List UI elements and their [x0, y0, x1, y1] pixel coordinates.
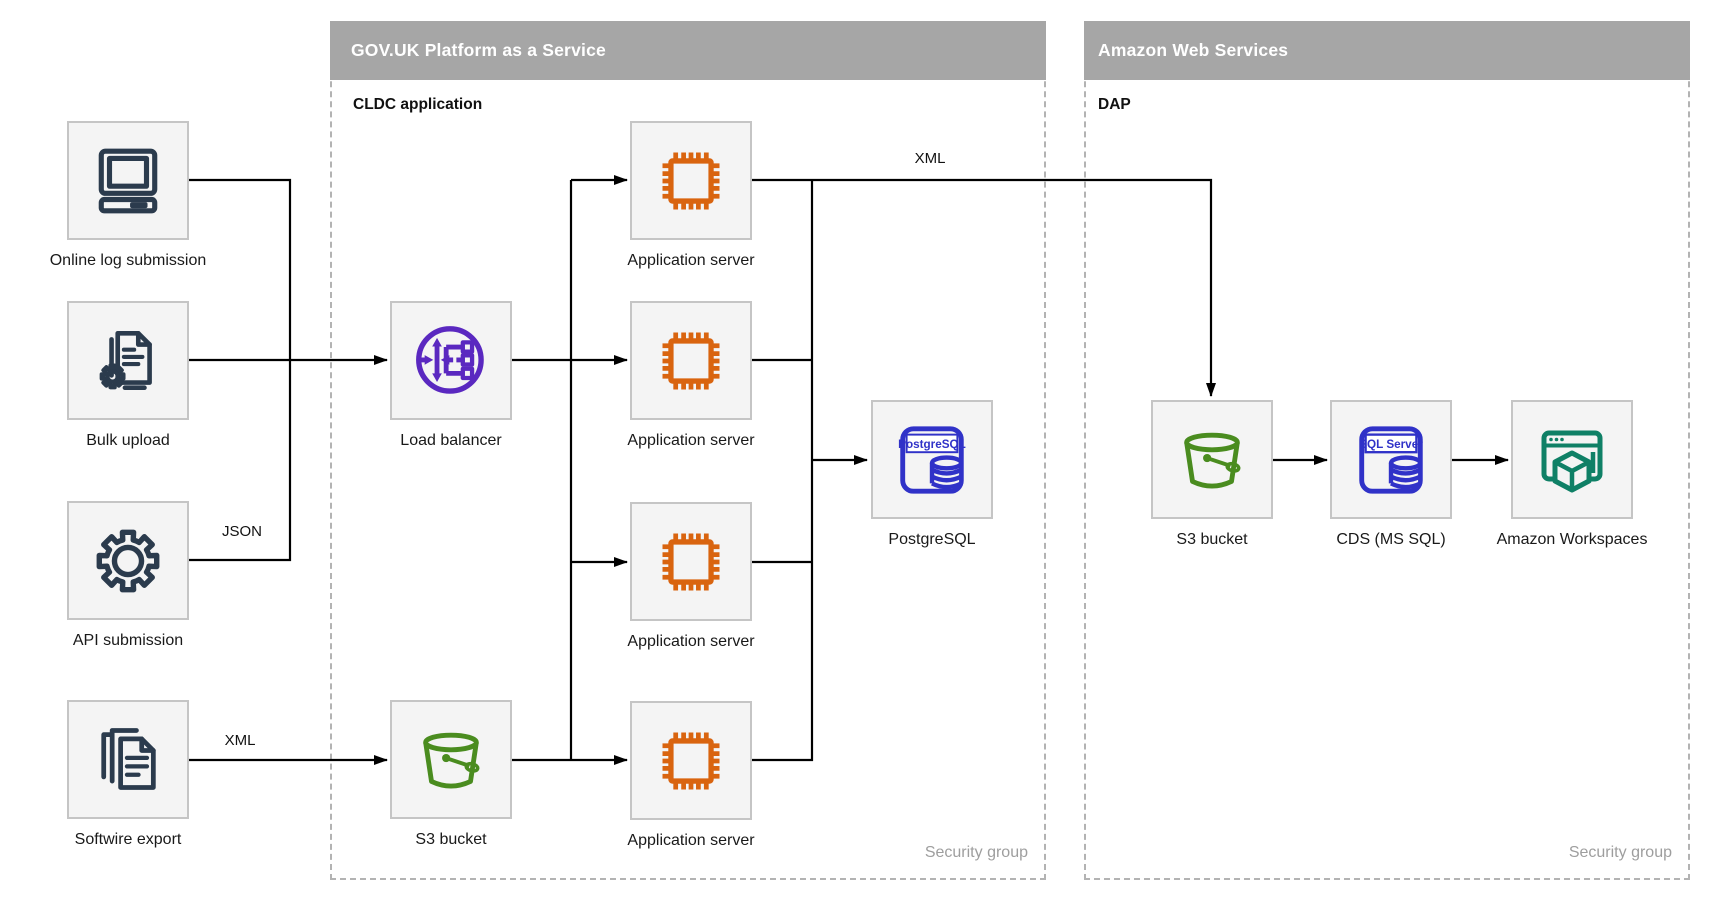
document-stack-icon	[101, 727, 156, 790]
aws-container: Amazon Web Services DAP Security group	[1084, 21, 1690, 880]
paas-container: GOV.UK Platform as a Service CLDC applic…	[330, 21, 1046, 880]
node-online-log-submission: Online log submission	[50, 121, 206, 269]
s3-bucket-icon	[1184, 432, 1241, 489]
node-s3-bucket-aws: S3 bucket	[1151, 400, 1273, 548]
edge-label-xml-bottom: XML	[224, 732, 256, 749]
node-bulk-upload: Bulk upload	[67, 301, 189, 449]
chip-icon	[662, 152, 720, 209]
edge-label-xml-top: XML	[914, 150, 946, 167]
node-load-balancer: Load balancer	[390, 301, 512, 449]
aws-security-group-label: Security group	[1568, 844, 1672, 861]
document-with-gear-icon	[91, 330, 152, 390]
load-balancer-icon	[416, 325, 484, 394]
node-app-server-1: Application server	[627, 121, 755, 269]
aws-sublabel: DAP	[1098, 96, 1131, 113]
node-app-server-4: Application server	[627, 701, 755, 849]
s3-bucket-icon	[423, 732, 480, 789]
desktop-computer-icon	[98, 148, 158, 213]
paas-security-group-label: Security group	[924, 844, 1028, 861]
node-softwire-export: Softwire export	[67, 700, 189, 848]
sql-server-database-icon: SQL Server	[1359, 425, 1423, 494]
node-app-server-3: Application server	[627, 502, 755, 650]
browser-cube-icon	[1541, 430, 1603, 492]
chip-icon	[662, 732, 720, 789]
edge-label-json: JSON	[221, 523, 263, 540]
aws-title: Amazon Web Services	[1098, 40, 1289, 60]
chip-icon	[662, 533, 720, 590]
aws-header-bar: Amazon Web Services	[1084, 21, 1690, 80]
paas-title: GOV.UK Platform as a Service	[351, 40, 606, 60]
node-amazon-workspaces: Amazon Workspaces	[1497, 400, 1647, 548]
node-postgresql: PostgreSQL PostgreSQL	[871, 400, 993, 548]
node-api-submission: API submission	[67, 501, 189, 649]
svg-text:PostgreSQL: PostgreSQL	[898, 437, 966, 450]
node-app-server-2: Application server	[627, 301, 755, 449]
gear-icon	[89, 522, 167, 600]
chip-icon	[662, 332, 720, 389]
paas-sublabel: CLDC application	[353, 96, 483, 113]
svg-text:SQL Server: SQL Server	[1359, 437, 1423, 450]
edge-xml-to-aws-s3	[752, 178, 1216, 397]
paas-header-bar: GOV.UK Platform as a Service	[330, 21, 1046, 80]
edge-online-log-to-junction	[189, 178, 292, 359]
node-s3-bucket-paas: S3 bucket	[390, 700, 512, 848]
edge-api-submission-to-junction	[189, 361, 292, 562]
node-cds-ms-sql: SQL Server CDS (MS SQL)	[1330, 400, 1452, 548]
postgresql-database-icon: PostgreSQL	[898, 425, 966, 494]
